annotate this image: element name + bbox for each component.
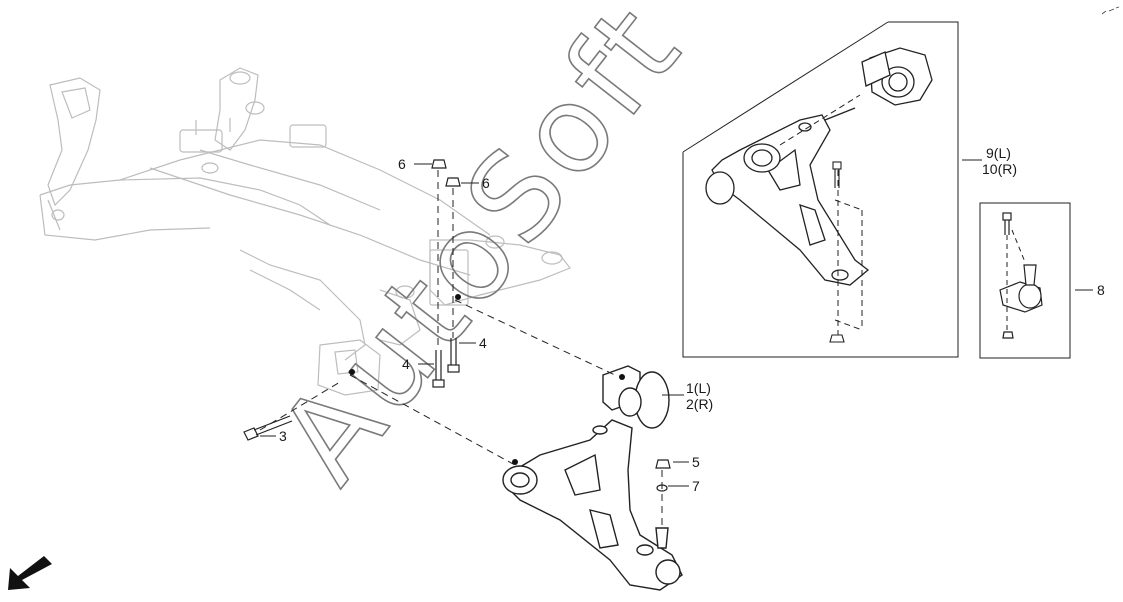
callout-4-left: 4 [402,356,410,372]
detail-projection-lines [779,94,863,335]
callout-8: 8 [1097,282,1105,298]
watermark-layer: AutoSoft [253,0,711,509]
main-control-arm [502,365,683,591]
ball-joint-detail [999,212,1043,339]
subframe-drawing [39,67,571,396]
bolt-4-left [432,350,445,388]
nut-6-left [431,159,447,169]
detail-frame-ball-joint [979,202,1071,359]
callout-5: 5 [692,454,700,470]
nut-6-right [445,177,461,187]
corner-mark [1101,6,1120,15]
detail-control-arm [705,47,933,286]
callout-9-left: 9(L) [986,145,1011,161]
callout-3: 3 [279,428,287,444]
nut-5 [655,459,671,469]
callout-6-left: 6 [398,156,406,172]
detail-frame-lower-arm [682,21,959,358]
leader-lines [260,159,1093,487]
ball-joint-projection [1006,229,1026,330]
bolt-4-right [447,338,460,373]
callout-2-right: 2(R) [686,396,713,412]
callout-7: 7 [692,478,700,494]
callout-1-left: 1(L) [686,380,711,396]
callout-6-right: 6 [482,175,490,191]
assembly-lines [259,170,663,528]
callout-labels: 6 6 4 4 3 5 7 1(L) 2(R) 9(L) 10(R) 8 [279,145,1105,494]
callout-10-right: 10(R) [982,161,1017,177]
watermark-text: AutoSoft [253,0,709,508]
front-direction-arrow-icon [8,556,52,590]
attachment-points [349,294,625,465]
detail-bolt [829,161,845,343]
callout-4-right: 4 [479,335,487,351]
